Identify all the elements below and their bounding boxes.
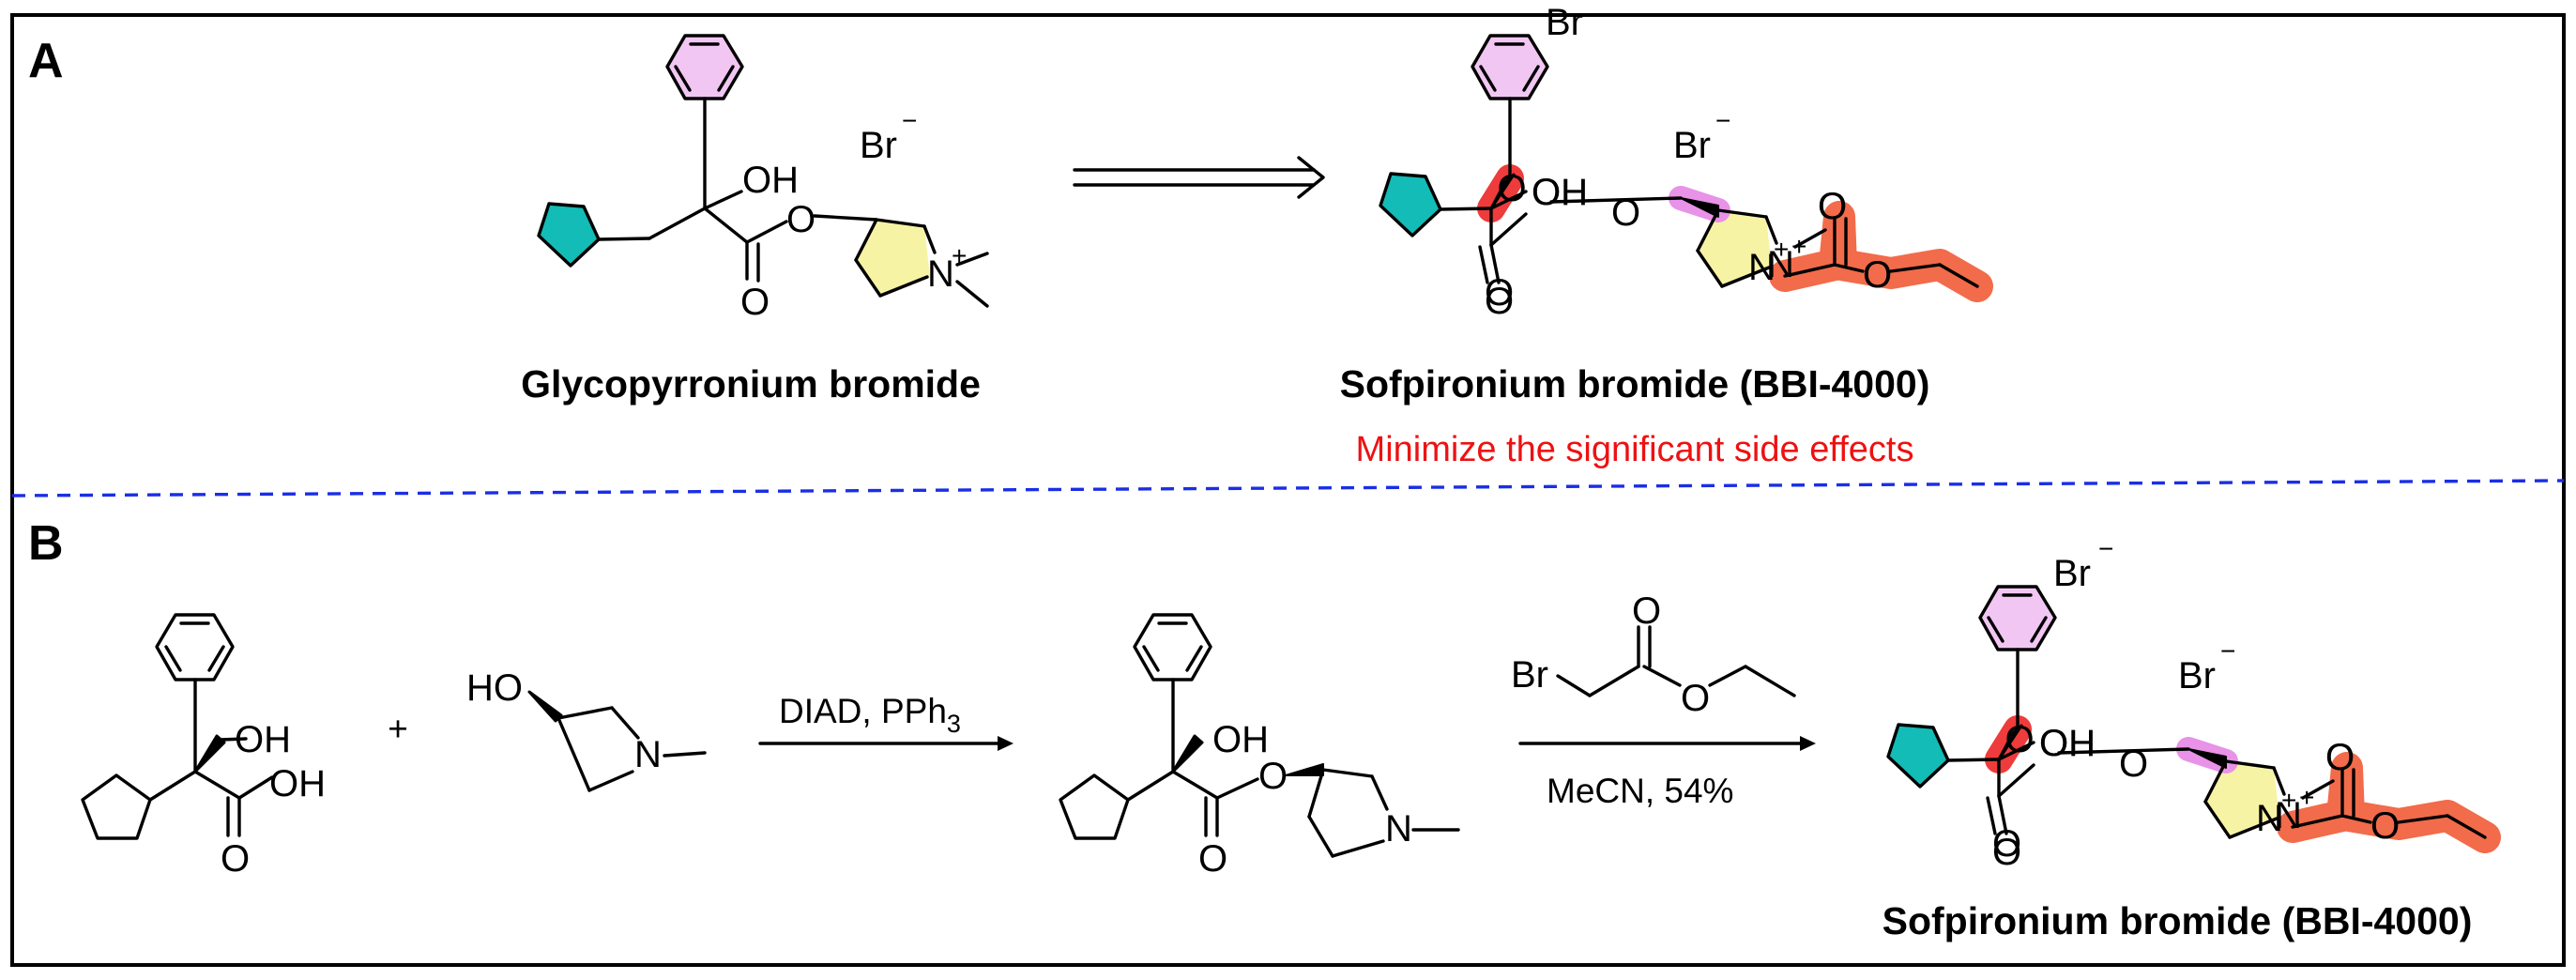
sofpironium-b-ester-oxygen-label: O xyxy=(2119,743,2148,785)
reagent-ethoxy-oxygen-label: O xyxy=(1681,678,1710,719)
panel-label-b: B xyxy=(28,516,64,571)
sofpironium-a-carbonyl-oxygen-label: O xyxy=(1485,281,1514,322)
sofpironium-a-labels: OH O O N + O O Br − xyxy=(1485,106,1892,322)
intermediate-nitrogen-label: N xyxy=(1385,808,1412,850)
sofpironium-a-hydroxyl-label: OH xyxy=(1532,172,1588,213)
sofpironium-a-bromide-label: Br xyxy=(1673,125,1711,166)
sofpironium-b-carbonyl-oxygen-label: O xyxy=(1992,832,2021,873)
panel-label-a: A xyxy=(28,34,64,88)
figure-frame xyxy=(10,13,2566,967)
sofpironium-name-a: Sofpironium bromide (BBI-4000) xyxy=(1340,362,1930,406)
step2-conditions: MeCN, 54% xyxy=(1547,772,1733,810)
step1-reagents-subscript: 3 xyxy=(947,710,961,738)
glycopyrronium-ester-oxygen-label: O xyxy=(786,199,815,240)
sofpironium-name-b: Sofpironium bromide (BBI-4000) xyxy=(1882,899,2473,942)
pyrrolidinol-nitrogen-label: N xyxy=(634,734,662,775)
panel-divider xyxy=(11,479,2565,498)
sofpironium-b-carbonyl-oxygen-2-label: O xyxy=(2325,737,2355,778)
sofpironium-b-hydroxyl-label: OH xyxy=(2039,723,2096,764)
reaction-arrow-step1 xyxy=(758,736,1014,751)
glycopyrronium-hydroxyl-label: OH xyxy=(742,160,799,201)
design-arrow xyxy=(1073,156,1325,199)
ethyl-bromoacetate-structure: Br O O xyxy=(1511,590,1796,719)
reagent-bromine-label: Br xyxy=(1511,654,1548,696)
glycopyrronium-carbonyl-oxygen-label: O xyxy=(740,282,770,323)
sofpironium-a-ethoxy-oxygen-label: O xyxy=(1863,254,1892,296)
sofpironium-b-nitrogen-label: N xyxy=(2256,798,2283,839)
sofpironium-b-bromide-label: Br xyxy=(2178,655,2216,697)
intermediate-ester-oxygen-label: O xyxy=(1258,756,1288,797)
glycopyrronium-bromide-charge-label: − xyxy=(902,106,917,135)
intermediate-carbonyl-oxygen-label: O xyxy=(1198,838,1227,880)
acid-hydroxyl-label: OH xyxy=(235,719,291,760)
sofpironium-a-charge-label: + xyxy=(1774,235,1789,264)
reaction-arrow-step2 xyxy=(1518,736,1816,751)
side-effects-annotation: Minimize the significant side effects xyxy=(1356,430,1914,469)
sofpironium-a-ester-oxygen-label: O xyxy=(1611,192,1640,234)
glycopyrronium-charge-label: + xyxy=(952,241,967,270)
sofpironium-a-carbonyl-oxygen-2-label: O xyxy=(1818,186,1847,227)
sofpironium-b-ethoxy-oxygen-label: O xyxy=(2370,805,2400,847)
glycopyrronium-name: Glycopyrronium bromide xyxy=(521,362,981,406)
pyrrolidinol-hydroxyl-label: HO xyxy=(466,667,523,709)
methylpyrrolidinol-structure: HO N xyxy=(466,667,707,792)
intermediate-hydroxyl-label: OH xyxy=(1212,719,1269,760)
sofpironium-b-labels: OH O O N + O O Br − xyxy=(1992,636,2400,873)
reagent-carbonyl-oxygen-label: O xyxy=(1632,590,1661,632)
step1-reagents: DIAD, PPh3 xyxy=(779,692,961,738)
sofpironium-b-bromide-charge-label: − xyxy=(2220,636,2235,666)
intermediate-ester-structure: OH O O N xyxy=(1059,613,1460,880)
acid-carbonyl-oxygen-label: O xyxy=(221,838,250,880)
reactant-plus-sign: + xyxy=(388,710,408,748)
glycopyrronium-bromide-label: Br xyxy=(860,125,897,166)
sofpironium-a-nitrogen-label: N xyxy=(1748,247,1776,288)
sofpironium-b-charge-label: + xyxy=(2281,786,2296,815)
glycopyrrolic-acid-structure: OH OH O xyxy=(81,613,326,880)
sofpironium-a-bromide-charge-label: − xyxy=(1715,106,1730,135)
glycopyrronium-structure: OH O O N + Br − xyxy=(537,34,989,323)
acid-carboxyl-label: OH xyxy=(269,763,326,804)
glycopyrronium-nitrogen-label: N xyxy=(927,253,954,295)
step1-reagents-main: DIAD, PPh xyxy=(779,692,947,730)
